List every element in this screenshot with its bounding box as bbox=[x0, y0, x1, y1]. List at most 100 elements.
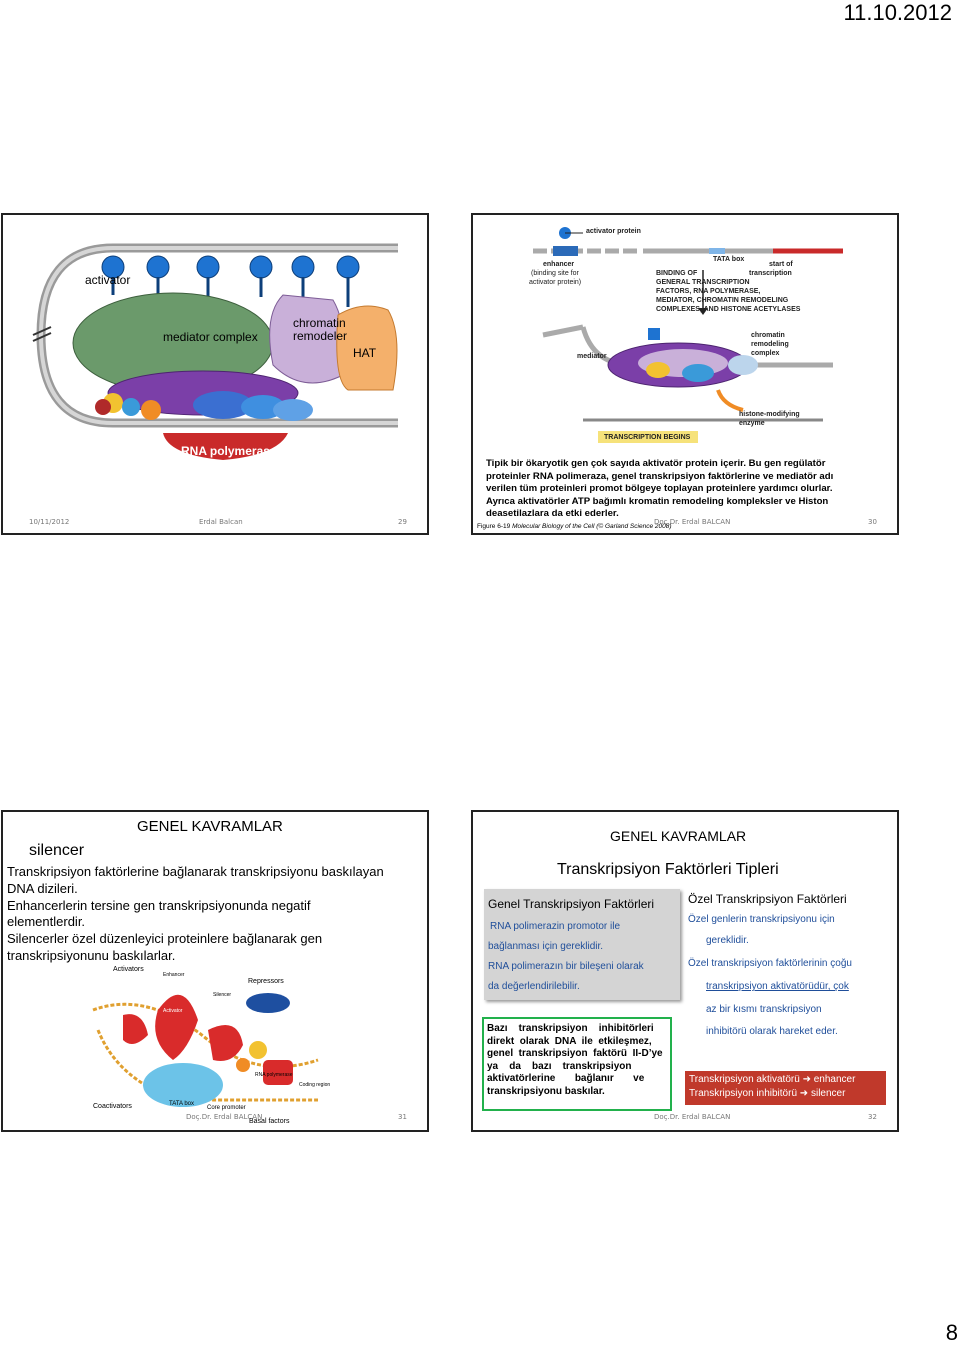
silencer-mapping: Transkripsiyon inhibitörü ➜ silencer bbox=[689, 1087, 882, 1101]
slide-31-body-line: elementlerdir. bbox=[7, 914, 86, 930]
genel-factors-heading: Genel Transkripsiyon Faktörleri bbox=[488, 897, 655, 911]
activator-text: Transkripsiyon aktivatörü bbox=[689, 1074, 800, 1085]
inhibitor-note-line: direkt olarak DNA ile etkileşmez, bbox=[487, 1035, 652, 1047]
inhibitor-text: Transkripsiyon inhibitörü bbox=[689, 1088, 798, 1099]
genel-factors-line: RNA polimerazin promotor ile bbox=[490, 921, 621, 932]
inhibitor-note-line: Bazı transkripsiyon inhibitörleri bbox=[487, 1023, 654, 1034]
activator-label: activator bbox=[85, 273, 131, 287]
coding-region-label: Coding region bbox=[299, 1082, 331, 1088]
binding-line-5: COMPLEXES, AND HISTONE ACETYLASES bbox=[656, 306, 801, 313]
genel-factors-line: RNA polimerazın bir bileşeni olarak bbox=[488, 961, 644, 972]
figure-caption-prefix: Figure 6-19 bbox=[477, 523, 511, 530]
silencer-label-31: Silencer bbox=[213, 992, 232, 998]
ozel-factors-line: gereklidir. bbox=[706, 935, 749, 946]
slide-32-subtitle: Transkripsiyon Faktörleri Tipleri bbox=[557, 861, 779, 878]
start-of-label: start of bbox=[769, 261, 793, 268]
silencer-text: silencer bbox=[810, 1088, 846, 1099]
inhibitor-note-line: ya da bazı transkripsiyon bbox=[487, 1060, 632, 1072]
slide-32-title: GENEL KAVRAMLAR bbox=[610, 828, 747, 844]
figure-caption: Figure 6-19 Molecular Biology of the Cel… bbox=[477, 523, 672, 530]
inhibitor-note-box: Bazı transkripsiyon inhibitörleri direkt… bbox=[482, 1017, 672, 1111]
slide-31-body-line: DNA dizileri. bbox=[7, 880, 78, 896]
binding-line-4: MEDIATOR, CHROMATIN REMODELING bbox=[656, 297, 789, 304]
enhancer-text: enhancer bbox=[813, 1074, 856, 1085]
genel-factors-line: da değerlendirilebilir. bbox=[488, 981, 580, 992]
slide-30-text-line: Tipik bir ökaryotik gen çok sayıda aktiv… bbox=[486, 458, 826, 469]
genel-factors-box: Genel Transkripsiyon Faktörleri RNA poli… bbox=[484, 889, 680, 1000]
ozel-factors-line: Özel genlerin transkripsiyonu için bbox=[688, 914, 835, 925]
ozel-factors-line: az bir kısmı transkripsiyon bbox=[706, 1004, 822, 1015]
ozel-factors-heading: Özel Transkripsiyon Faktörleri bbox=[688, 892, 847, 906]
slide-31-body: Transkripsiyon faktörlerine bağlanarak t… bbox=[7, 864, 425, 965]
slide-29-footer-number: 29 bbox=[398, 518, 407, 526]
page-date: 11.10.2012 bbox=[843, 0, 952, 25]
hat-label: HAT bbox=[353, 346, 377, 360]
slide-30-text-line: proteinler RNA polimeraza, genel transkr… bbox=[486, 470, 834, 482]
slide-29-footer-author: Erdal Balcan bbox=[199, 518, 243, 526]
coactivators-label: Coactivators bbox=[93, 1103, 132, 1110]
activator-label-31: Activator bbox=[163, 1008, 183, 1014]
slide-29-footer-date: 10/11/2012 bbox=[29, 518, 70, 526]
figure-caption-source: Molecular Biology of the Cell (© Garland… bbox=[512, 523, 672, 530]
transcription-begins-label: TRANSCRIPTION BEGINS bbox=[604, 434, 691, 441]
chromatin-remodeling-1: chromatin bbox=[751, 332, 785, 339]
slide-31-body-line: transkripsiyonunu baskılarlar. bbox=[7, 947, 176, 963]
arrow-right-icon: ➜ bbox=[799, 1088, 809, 1099]
repressors-label: Repressors bbox=[248, 978, 284, 985]
slide-32: GENEL KAVRAMLAR Transkripsiyon Faktörler… bbox=[471, 810, 899, 1132]
remodeler-label: remodeler bbox=[293, 329, 348, 343]
inhibitor-note-line: transkripsiyonu baskılar. bbox=[487, 1085, 605, 1097]
slide-30-text: Tipik bir ökaryotik gen çok sayıda aktiv… bbox=[486, 458, 891, 521]
slide-29: activator mediator complex chromatin rem… bbox=[1, 213, 429, 535]
slide-31-title: GENEL KAVRAMLAR bbox=[137, 818, 283, 835]
activator-protein-label: activator protein bbox=[586, 228, 641, 235]
slide-29-figure bbox=[32, 243, 398, 460]
slide-30-text-line: Ayrıca aktivatörler ATP bağımlı kromatin… bbox=[486, 495, 829, 507]
binding-line-2: GENERAL TRANSCRIPTION bbox=[656, 279, 750, 286]
chromatin-remodeling-3: complex bbox=[751, 350, 780, 357]
rna-polymerase-label-31: RNA polymerase bbox=[255, 1072, 293, 1078]
slide-30-text-line: verilen tüm proteinleri promot bölgeye t… bbox=[486, 483, 833, 494]
histone-modifying-2: enzyme bbox=[739, 420, 765, 427]
slide-30-footer-author: Doç.Dr. Erdal BALCAN bbox=[654, 518, 731, 526]
enhancer-sub1: (binding site for bbox=[531, 270, 579, 277]
binding-line-3: FACTORS, RNA POLYMERASE, bbox=[656, 288, 761, 295]
slide-30: activator protein enhancer (binding site… bbox=[471, 213, 899, 535]
histone-modifying-1: histone-modifying bbox=[739, 411, 800, 418]
inhibitor-note-line: aktivatörlerine bağlanır ve bbox=[487, 1073, 645, 1084]
rna-polymerase-label: RNA polymerase II bbox=[181, 444, 287, 458]
slide-31-body-line: Transkripsiyon faktörlerine bağlanarak t… bbox=[7, 864, 384, 879]
slide-32-footer-author: Doç.Dr. Erdal BALCAN bbox=[654, 1113, 731, 1121]
enhancer-silencer-box: Transkripsiyon aktivatörü ➜ enhancer Tra… bbox=[685, 1071, 886, 1105]
enhancer-label: enhancer bbox=[543, 261, 575, 268]
slide-31-body-line: Silencerler özel düzenleyici proteinlere… bbox=[7, 931, 323, 947]
silencer-term: silencer bbox=[29, 842, 85, 859]
slide-30-figure bbox=[533, 227, 843, 443]
slide-31-footer-author: Doç.Dr. Erdal BALCAN bbox=[186, 1113, 263, 1121]
enhancer-sub2: activator protein) bbox=[529, 279, 582, 286]
activators-label: Activators bbox=[113, 966, 144, 973]
ozel-factors-line: transkripsiyon aktivatörüdür, çok bbox=[706, 981, 849, 992]
basal-factors-label: Basal factors bbox=[249, 1118, 290, 1125]
chromatin-remodeling-2: remodeling bbox=[751, 341, 789, 348]
slide-30-footer-number: 30 bbox=[868, 518, 877, 526]
mediator-complex-label: mediator complex bbox=[163, 330, 258, 344]
arrow-right-icon: ➜ bbox=[802, 1074, 811, 1085]
page-number: 8 bbox=[945, 1320, 958, 1345]
tata-box-label: TATA box bbox=[713, 256, 745, 263]
inhibitor-note-line: genel transkripsiyon faktörü II-D’ye bbox=[487, 1048, 663, 1059]
core-promoter-label: Core promoter bbox=[207, 1105, 246, 1111]
ozel-factors-line: Özel transkripsiyon faktörlerinin çoğu bbox=[688, 958, 852, 969]
binding-line-1: BINDING OF bbox=[656, 270, 698, 277]
transcription-label: transcription bbox=[749, 270, 792, 277]
chromatin-label: chromatin bbox=[293, 316, 346, 330]
slide-32-footer-number: 32 bbox=[868, 1113, 877, 1121]
slide-31-footer-number: 31 bbox=[398, 1113, 407, 1121]
slide-30-text-line: deasetilazlara da etki ederler. bbox=[486, 508, 619, 519]
slide-31: GENEL KAVRAMLAR silencer Transkripsiyon … bbox=[1, 810, 429, 1132]
ozel-factors-line: inhibitörü olarak hareket eder. bbox=[706, 1026, 838, 1037]
silencer-figure bbox=[92, 993, 319, 1107]
slide-31-body-line: Enhancerlerin tersine gen transkripsiyon… bbox=[7, 897, 311, 913]
mediator-label: mediator bbox=[577, 353, 607, 360]
genel-factors-line: bağlanması için gereklidir. bbox=[488, 941, 604, 952]
